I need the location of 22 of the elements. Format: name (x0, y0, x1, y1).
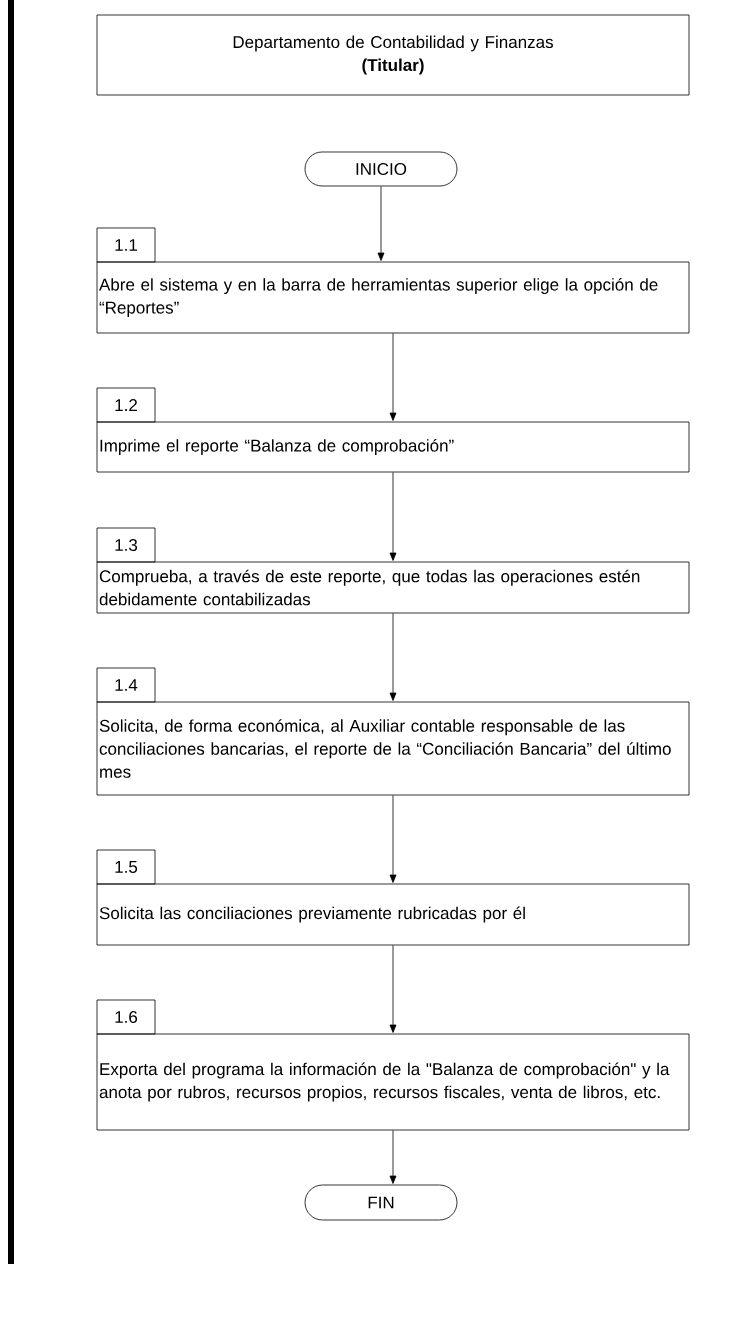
title-box: Departamento de Contabilidad y Finanzas (Titular) (96, 14, 690, 96)
process-box: Exporta del programa la información de la "Balanza de comprobación" y la anota por rubros, recursos propios, recursos fiscales, venta de libros, etc. (96, 1033, 690, 1131)
step-number-box: 1.6 (96, 999, 156, 1035)
process-box: Comprueba, a través de este reporte, que todas las operaciones estén debidamente contabilizadas (96, 561, 690, 614)
terminal-box: FIN (304, 1184, 458, 1221)
process-box: Solicita las conciliaciones previamente rubricadas por él (96, 883, 690, 946)
arrow (377, 186, 385, 261)
step-number-box: 1.5 (96, 849, 156, 885)
step-number-box: 1.2 (96, 387, 156, 423)
arrow (389, 795, 397, 883)
step-number-box: 1.3 (96, 527, 156, 563)
process-box: Abre el sistema y en la barra de herramientas superior elige la opción de “Reportes” (96, 261, 690, 334)
arrow (389, 472, 397, 561)
arrow (389, 333, 397, 421)
process-box: Imprime el reporte “Balanza de comprobación” (96, 421, 690, 473)
step-number-box: 1.4 (96, 667, 156, 703)
arrow (389, 613, 397, 701)
arrow (389, 1130, 397, 1184)
step-number-box: 1.1 (96, 227, 156, 263)
terminal-box: INICIO (304, 151, 458, 187)
process-box: Solicita, de forma económica, al Auxiliar contable responsable de las conciliaciones bancarias, el reporte de la “Conciliación Bancaria” del último mes (96, 701, 690, 796)
arrow (389, 945, 397, 1033)
